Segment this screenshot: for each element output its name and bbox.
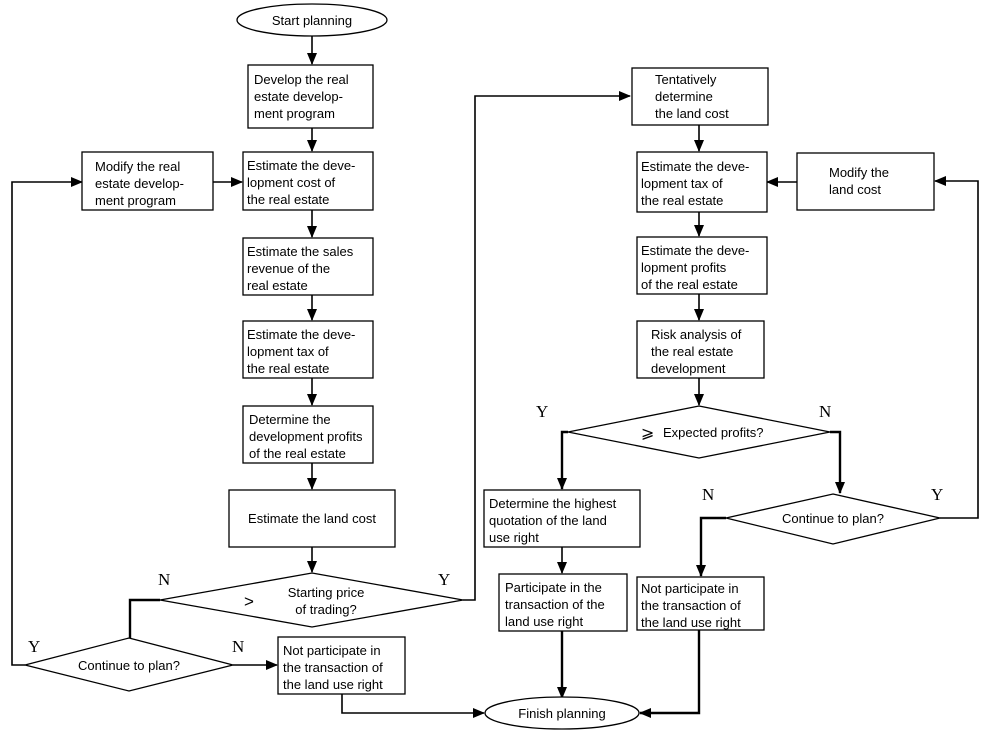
estimate-profits-right-node: Estimate the deve- lopment profits of th…: [636, 236, 768, 295]
estimate-tax-right-line-3: the real estate: [641, 193, 723, 208]
estimate-tax-right-line-2: lopment tax of: [641, 176, 723, 191]
estimate-sales-line-3: real estate: [247, 278, 308, 293]
estimate-dev-cost-node: Estimate the deve- lopment cost of the r…: [242, 151, 374, 211]
estimate-profits-right-line-2: lopment profits: [641, 260, 727, 275]
greater-than-symbol: >: [244, 592, 254, 611]
modify-land-cost-line-1: Modify the: [829, 165, 889, 180]
determine-profits-left-node: Determine the development profits of the…: [242, 405, 374, 464]
estimate-sales-node: Estimate the sales revenue of the real e…: [242, 237, 374, 296]
modify-program-line-2: estate develop-: [95, 176, 184, 191]
tentative-line-2: determine: [655, 89, 713, 104]
expected-yes-label: Y: [536, 402, 548, 421]
expected-profits-label: Expected profits?: [663, 425, 763, 440]
edge-startprice-yes: [463, 91, 631, 601]
participate-node: Participate in the transaction of the la…: [498, 573, 628, 632]
continue-right-no-label: N: [702, 485, 714, 504]
finish-label: Finish planning: [518, 706, 605, 721]
edge-continue-right-yes: [934, 176, 979, 519]
tentative-land-cost-node: Tentatively determine the land cost: [631, 67, 769, 126]
start-node: Start planning: [236, 3, 388, 37]
risk-analysis-line-1: Risk analysis of: [651, 327, 742, 342]
highest-quotation-node: Determine the highest quotation of the l…: [483, 489, 641, 548]
estimate-sales-line-2: revenue of the: [247, 261, 330, 276]
develop-program-line-2: estate develop-: [254, 89, 343, 104]
continue-left-decision: Continue to plan?: [24, 637, 234, 692]
edges: [11, 36, 979, 718]
branch-labels: N Y Y N Y N N Y: [28, 402, 943, 656]
determine-profits-left-line-1: Determine the: [249, 412, 331, 427]
continue-left-no-label: N: [232, 637, 244, 656]
risk-analysis-node: Risk analysis of the real estate develop…: [636, 320, 765, 379]
edge-notpart-right-to-finish: [639, 630, 701, 718]
modify-program-node: Modify the real estate develop- ment pro…: [81, 151, 214, 211]
estimate-tax-left-line-2: lopment tax of: [247, 344, 329, 359]
edge-startprice-no: [125, 598, 160, 651]
estimate-tax-left-node: Estimate the deve- lopment tax of the re…: [242, 320, 374, 379]
develop-program-line-1: Develop the real: [254, 72, 349, 87]
participate-line-3: land use right: [505, 614, 583, 629]
estimate-dev-cost-line-3: the real estate: [247, 192, 329, 207]
greater-equal-symbol: ⩾: [641, 425, 654, 442]
estimate-land-cost-label: Estimate the land cost: [248, 511, 376, 526]
modify-land-cost-node: Modify the land cost: [796, 152, 935, 211]
not-participate-left-node: Not participate in the transaction of th…: [277, 636, 406, 695]
edge-expected-no: [830, 430, 845, 494]
determine-profits-left-line-2: development profits: [249, 429, 363, 444]
starting-price-line-1: Starting price: [288, 585, 365, 600]
risk-analysis-line-3: development: [651, 361, 726, 376]
expected-no-label: N: [819, 402, 831, 421]
estimate-tax-right-line-1: Estimate the deve-: [641, 159, 749, 174]
not-participate-right-line-2: the transaction of: [641, 598, 741, 613]
participate-line-2: transaction of the: [505, 597, 605, 612]
modify-program-line-3: ment program: [95, 193, 176, 208]
continue-left-label: Continue to plan?: [78, 658, 180, 673]
continue-right-yes-label: Y: [931, 485, 943, 504]
highest-quotation-line-2: quotation of the land: [489, 513, 607, 528]
develop-program-node: Develop the real estate develop- ment pr…: [247, 64, 374, 129]
edge-notpart-left-to-finish: [341, 694, 485, 718]
estimate-land-cost-node: Estimate the land cost: [228, 489, 396, 548]
tentative-line-3: the land cost: [655, 106, 729, 121]
estimate-profits-right-line-1: Estimate the deve-: [641, 243, 749, 258]
continue-right-label: Continue to plan?: [782, 511, 884, 526]
estimate-dev-cost-line-1: Estimate the deve-: [247, 158, 355, 173]
not-participate-left-line-1: Not participate in: [283, 643, 381, 658]
participate-line-1: Participate in the: [505, 580, 602, 595]
starting-price-decision: > Starting price of trading?: [159, 572, 464, 628]
starting-price-no-label: N: [158, 570, 170, 589]
modify-land-cost-line-2: land cost: [829, 182, 881, 197]
determine-profits-left-line-3: of the real estate: [249, 446, 346, 461]
start-label: Start planning: [272, 13, 352, 28]
not-participate-left-line-3: the land use right: [283, 677, 383, 692]
risk-analysis-line-2: the real estate: [651, 344, 733, 359]
highest-quotation-line-3: use right: [489, 530, 539, 545]
not-participate-right-node: Not participate in the transaction of th…: [636, 576, 765, 631]
starting-price-line-2: of trading?: [295, 602, 356, 617]
estimate-tax-right-node: Estimate the deve- lopment tax of the re…: [636, 151, 768, 213]
finish-node: Finish planning: [484, 696, 640, 730]
edge-continue-right-no: [696, 516, 726, 577]
continue-left-yes-label: Y: [28, 637, 40, 656]
modify-program-line-1: Modify the real: [95, 159, 180, 174]
develop-program-line-3: ment program: [254, 106, 335, 121]
edge-continue-left-yes: [11, 177, 83, 666]
estimate-tax-left-line-3: the real estate: [247, 361, 329, 376]
estimate-sales-line-1: Estimate the sales: [247, 244, 354, 259]
not-participate-left-line-2: the transaction of: [283, 660, 383, 675]
tentative-line-1: Tentatively: [655, 72, 717, 87]
not-participate-right-line-1: Not participate in: [641, 581, 739, 596]
edge-expected-yes: [557, 430, 568, 490]
expected-profits-decision: ⩾ Expected profits?: [567, 405, 831, 459]
highest-quotation-line-1: Determine the highest: [489, 496, 617, 511]
not-participate-right-line-3: the land use right: [641, 615, 741, 630]
estimate-tax-left-line-1: Estimate the deve-: [247, 327, 355, 342]
estimate-dev-cost-line-2: lopment cost of: [247, 175, 336, 190]
continue-right-decision: Continue to plan?: [725, 493, 941, 545]
estimate-profits-right-line-3: of the real estate: [641, 277, 738, 292]
starting-price-yes-label: Y: [438, 570, 450, 589]
